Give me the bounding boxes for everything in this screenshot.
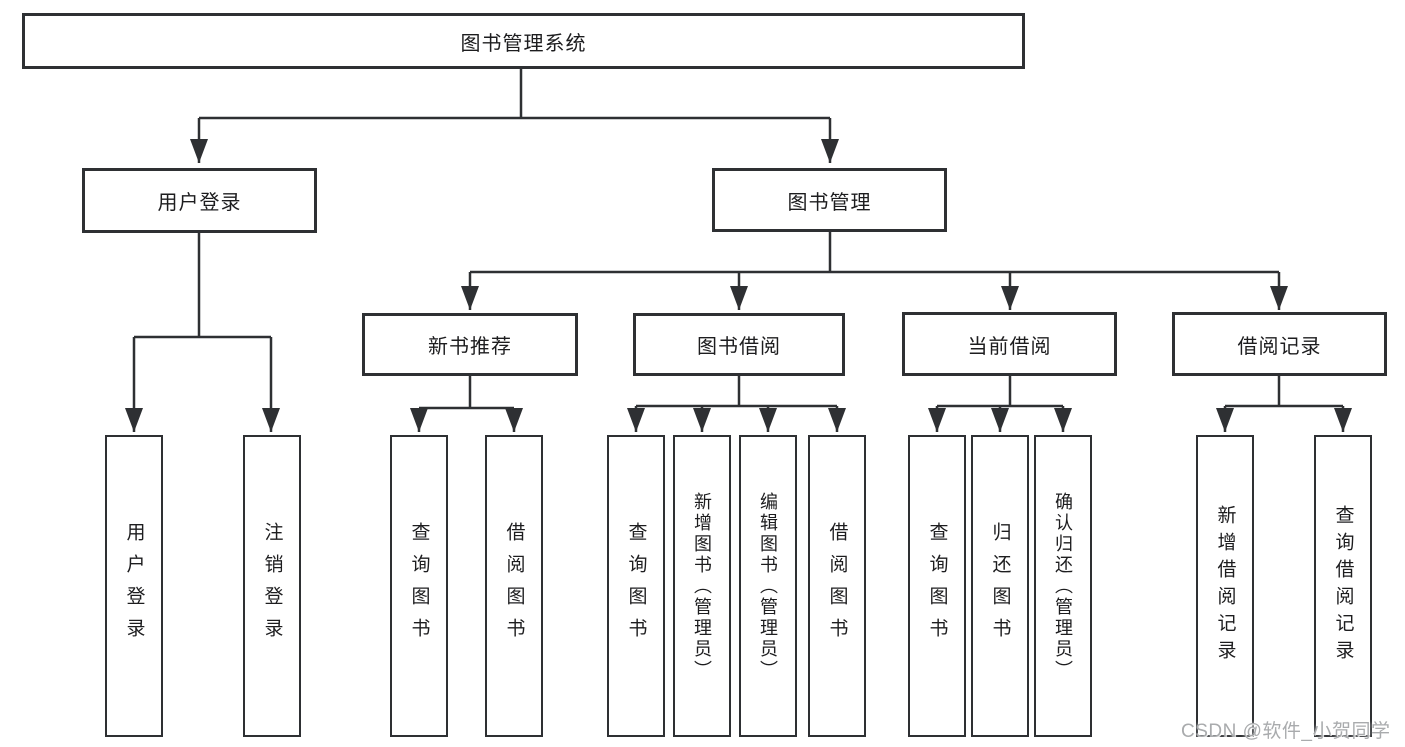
node-user-login: 用户登录: [82, 168, 317, 233]
leaf-user-login: 用户登录: [105, 435, 163, 737]
leaf-add-books-admin: 新增图书（管理员）: [673, 435, 731, 737]
leaf-edit-books-admin: 编辑图书（管理员）: [739, 435, 797, 737]
node-borrowing-records: 借阅记录: [1172, 312, 1387, 376]
leaf-confirm-return-admin: 确认归还（管理员）: [1034, 435, 1092, 737]
leaf-return-books: 归还图书: [971, 435, 1029, 737]
leaf-query-books-borrowing: 查询图书: [607, 435, 665, 737]
node-new-book-recommend: 新书推荐: [362, 313, 578, 376]
leaf-borrow-books-borrowing: 借阅图书: [808, 435, 866, 737]
leaf-query-borrow-record: 查询借阅记录: [1314, 435, 1372, 737]
node-book-management: 图书管理: [712, 168, 947, 232]
leaf-query-books-current: 查询图书: [908, 435, 966, 737]
csdn-watermark: CSDN @软件_小贺同学: [1181, 721, 1391, 742]
leaf-logout: 注销登录: [243, 435, 301, 737]
node-book-borrowing: 图书借阅: [633, 313, 845, 376]
node-root: 图书管理系统: [22, 13, 1025, 69]
node-current-borrowing: 当前借阅: [902, 312, 1117, 376]
leaf-add-borrow-record: 新增借阅记录: [1196, 435, 1254, 737]
leaf-borrow-books-recommend: 借阅图书: [485, 435, 543, 737]
leaf-query-books-recommend: 查询图书: [390, 435, 448, 737]
